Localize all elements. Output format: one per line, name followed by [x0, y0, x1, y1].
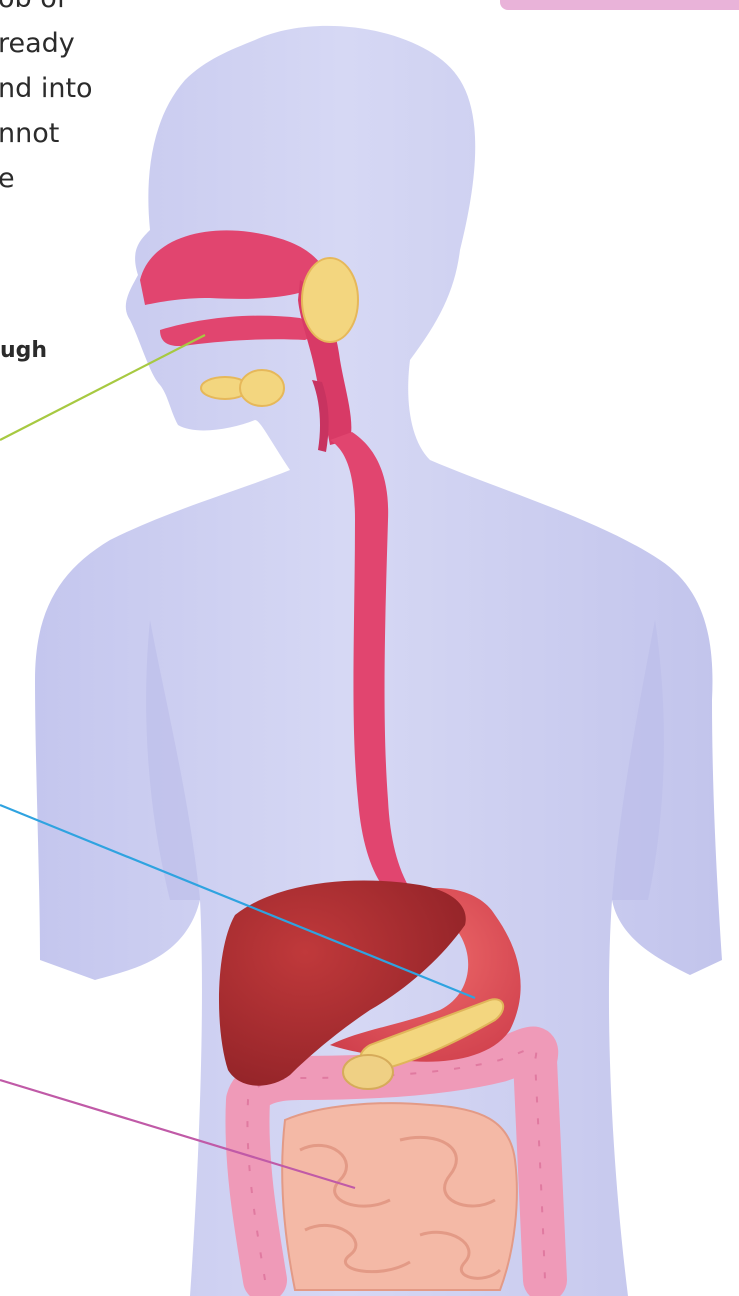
paragraph-line: nnot — [0, 118, 59, 149]
small-intestine — [282, 1103, 517, 1290]
submandibular-gland — [240, 370, 284, 406]
gallbladder — [343, 1055, 393, 1089]
decorative-accent-bar — [500, 0, 739, 10]
bold-label-fragment: ugh — [0, 331, 47, 371]
paragraph-line: e — [0, 163, 15, 194]
parotid-gland — [302, 258, 358, 342]
paragraph-fragment: ob of ready nd into nnot e — [0, 0, 93, 201]
paragraph-line: ready — [0, 28, 75, 59]
paragraph-line: nd into — [0, 73, 93, 104]
paragraph-line: ob of — [0, 0, 66, 14]
